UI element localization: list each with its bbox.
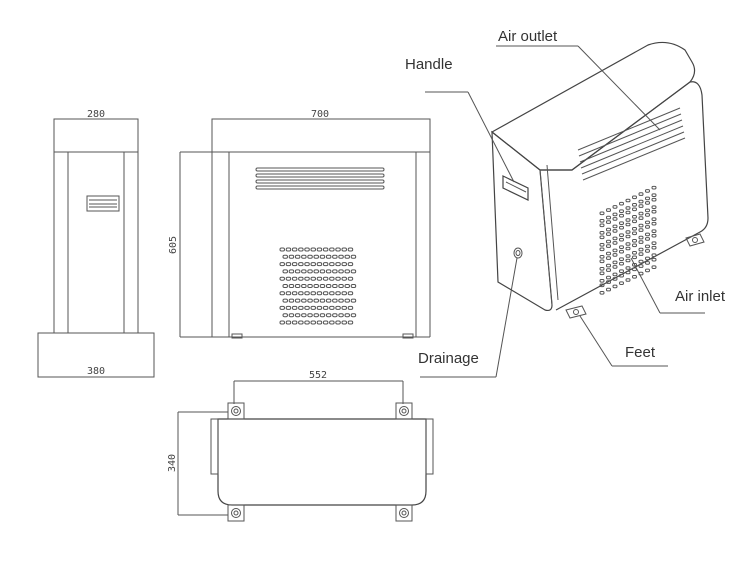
callout-handle: Handle xyxy=(405,56,515,183)
callout-air-inlet: Air inlet xyxy=(630,257,726,314)
dim-side-width: 280 xyxy=(87,109,105,120)
dim-base-width: 380 xyxy=(87,366,105,377)
callout-drainage: Drainage xyxy=(418,257,518,378)
top-foot xyxy=(395,504,413,522)
dim-front-width: 700 xyxy=(311,109,329,120)
top-view: 552 340 xyxy=(167,370,434,522)
dim-front-height: 605 xyxy=(168,236,179,254)
label-drainage: Drainage xyxy=(418,350,479,367)
callout-feet: Feet xyxy=(579,315,668,367)
iso-foot xyxy=(685,233,705,247)
callout-air-outlet: Air outlet xyxy=(496,28,661,131)
front-outlet-grille xyxy=(255,167,385,190)
label-feet: Feet xyxy=(625,344,656,361)
front-inlet-grille xyxy=(279,247,357,325)
front-view: 700 605 xyxy=(168,109,431,339)
label-air-inlet: Air inlet xyxy=(675,288,726,305)
iso-handle xyxy=(502,175,529,201)
side-view: 280 380 xyxy=(37,109,155,378)
label-air-outlet: Air outlet xyxy=(498,28,558,45)
iso-foot xyxy=(565,305,587,319)
iso-inlet-grille xyxy=(599,185,657,295)
isometric-view xyxy=(490,41,709,319)
iso-drainage-port xyxy=(513,247,523,259)
top-foot xyxy=(227,402,245,420)
dim-feet-spacing: 552 xyxy=(309,370,327,381)
label-handle: Handle xyxy=(405,56,453,73)
dim-depth: 340 xyxy=(167,454,178,472)
iso-outlet-grille xyxy=(577,107,686,181)
side-handle xyxy=(86,195,120,212)
top-foot xyxy=(395,402,413,420)
top-foot xyxy=(227,504,245,522)
